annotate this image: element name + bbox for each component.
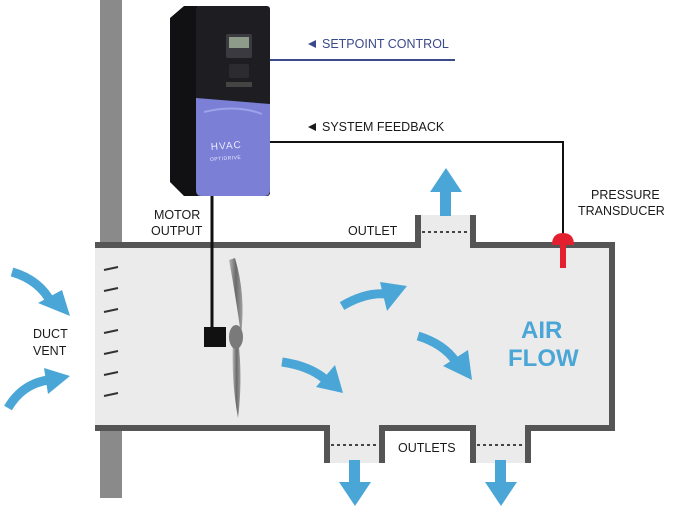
duct-top-wall — [95, 215, 421, 248]
feedback-arrow-icon — [308, 123, 316, 131]
duct-top-wall-right — [470, 215, 615, 463]
drive-logo-bar — [226, 82, 252, 87]
duct-vent-louvres — [103, 266, 119, 397]
duct-bottom-wall — [95, 425, 330, 463]
drive-model-text: OPTIDRIVE — [210, 155, 242, 163]
pressure-label-line1: PRESSURE — [591, 188, 660, 202]
air-label: AIR — [521, 317, 562, 344]
duct-body — [95, 215, 612, 463]
system-feedback-label: SYSTEM FEEDBACK — [322, 120, 445, 134]
duct-bottom-wall-mid — [379, 425, 476, 463]
outlet-label: OUTLET — [348, 224, 398, 238]
pressure-label-line2: TRANSDUCER — [578, 204, 665, 218]
pressure-transducer — [552, 233, 574, 268]
setpoint-arrow-icon — [308, 40, 316, 48]
vfd-drive: HVAC OPTIDRIVE — [170, 6, 270, 196]
motor-label-line2: OUTPUT — [151, 224, 203, 238]
setpoint-control-label: SETPOINT CONTROL — [322, 37, 449, 51]
motor-label-line1: MOTOR — [154, 208, 200, 222]
fan — [204, 258, 243, 418]
feedback-line — [268, 141, 564, 238]
duct-label-line1: DUCT — [33, 327, 68, 341]
airflow-arrows — [4, 168, 517, 506]
duct-label-line2: VENT — [33, 344, 67, 358]
drive-brand-text: HVAC — [210, 140, 242, 153]
motor-block — [204, 327, 226, 347]
flow-label: FLOW — [508, 345, 579, 372]
outlets-label: OUTLETS — [398, 441, 456, 455]
